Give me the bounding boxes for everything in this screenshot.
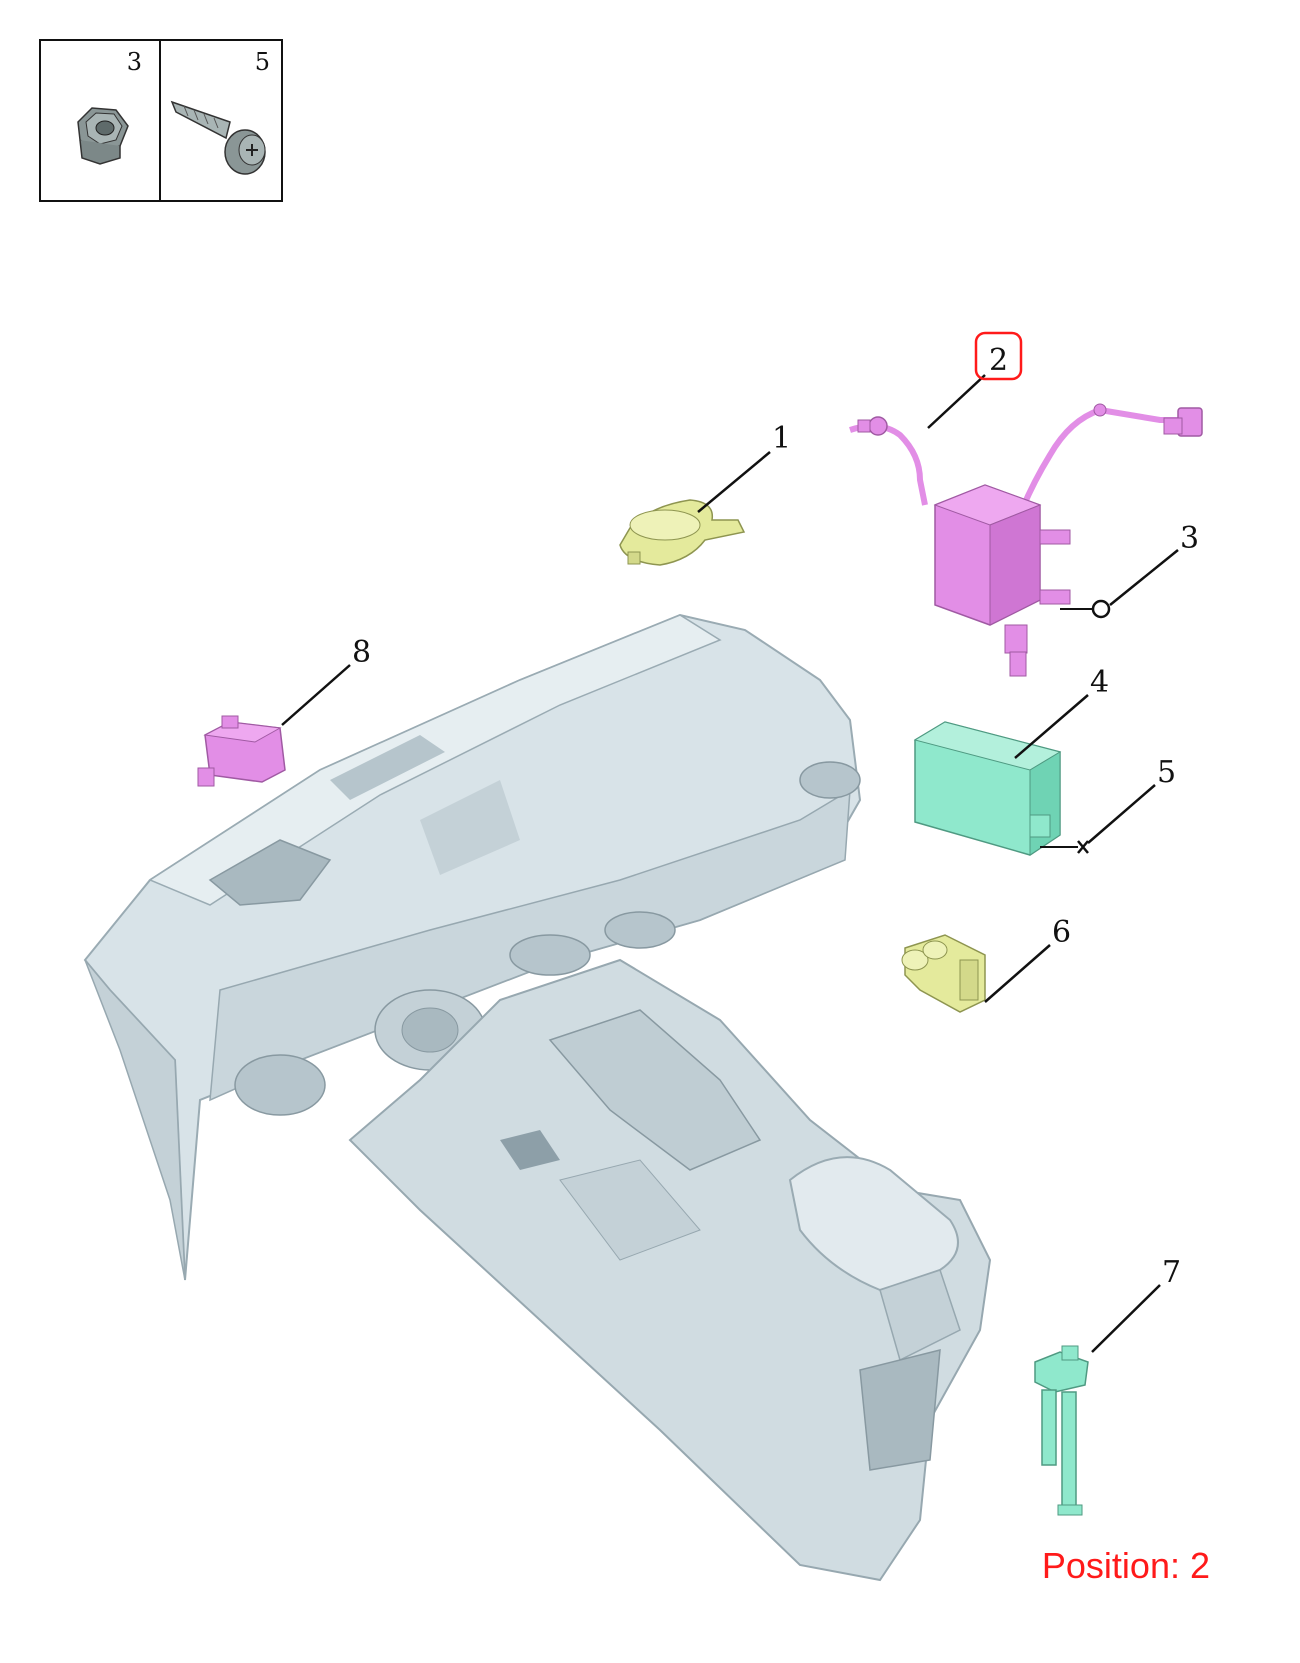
position-label: Position: 2: [1041, 1545, 1210, 1586]
part-2-module-harness[interactable]: [849, 403, 1203, 677]
screw-symbol-5: [1040, 840, 1089, 854]
nut-symbol-3: [1060, 599, 1111, 619]
callout-2[interactable]: 2: [989, 343, 1008, 378]
legend-number-5: 5: [255, 48, 270, 76]
fastener-legend: 3 5: [39, 39, 283, 202]
callout-1[interactable]: 1: [772, 421, 791, 456]
callout-4[interactable]: 4: [1090, 665, 1109, 700]
callout-5[interactable]: 5: [1157, 755, 1176, 790]
callout-3[interactable]: 3: [1180, 521, 1199, 556]
armrest: [788, 1156, 959, 1292]
callout-8[interactable]: 8: [352, 635, 371, 670]
screw-icon: [170, 100, 266, 175]
hex-nut-icon: [77, 107, 129, 165]
part-8-connector[interactable]: [197, 715, 286, 787]
part-4-control-module[interactable]: [913, 721, 1062, 856]
callout-7[interactable]: 7: [1162, 1255, 1181, 1290]
part-6-connector[interactable]: [901, 934, 986, 1013]
center-console: [348, 958, 992, 1582]
leader-lines: [281, 374, 1179, 1353]
callout-6[interactable]: 6: [1052, 915, 1071, 950]
part-7-bracket-clip[interactable]: [1034, 1345, 1089, 1516]
dashboard-assembly: [83, 613, 992, 1582]
callout-2-highlight: [974, 331, 1023, 381]
part-1-sensor[interactable]: [619, 499, 746, 566]
legend-number-3: 3: [127, 48, 142, 76]
